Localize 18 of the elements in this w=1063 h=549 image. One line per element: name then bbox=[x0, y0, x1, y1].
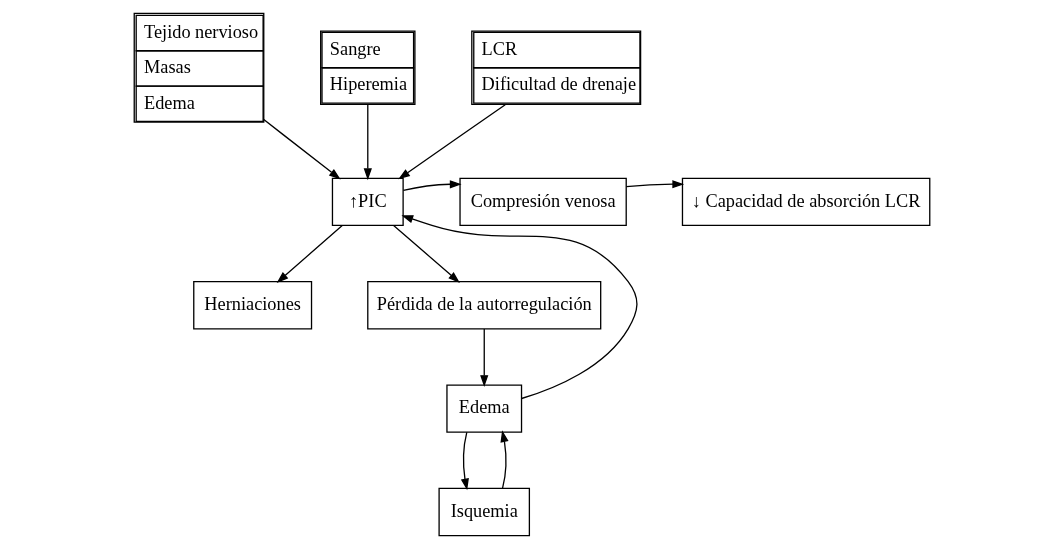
node-box: Edema bbox=[445, 384, 522, 433]
arrow bbox=[262, 118, 341, 180]
arrow bbox=[499, 430, 509, 490]
node-box: Isquemia bbox=[437, 487, 530, 537]
node-box: ↑PIC bbox=[331, 177, 404, 227]
arrow bbox=[397, 104, 506, 180]
arrow bbox=[460, 431, 469, 491]
node-box: Compresión venosa bbox=[458, 177, 627, 227]
arrow bbox=[276, 224, 343, 283]
arrow bbox=[363, 104, 372, 181]
arrow bbox=[625, 180, 684, 189]
arrow bbox=[400, 215, 638, 400]
node-box: Herniaciones bbox=[192, 281, 312, 330]
arrow bbox=[392, 224, 460, 283]
arrow bbox=[402, 180, 462, 192]
node-box: Pérdida de la autorregulación bbox=[366, 281, 601, 330]
arrow bbox=[479, 328, 488, 387]
node-box: ↓ Capacidad de absorción LCR bbox=[681, 177, 930, 227]
